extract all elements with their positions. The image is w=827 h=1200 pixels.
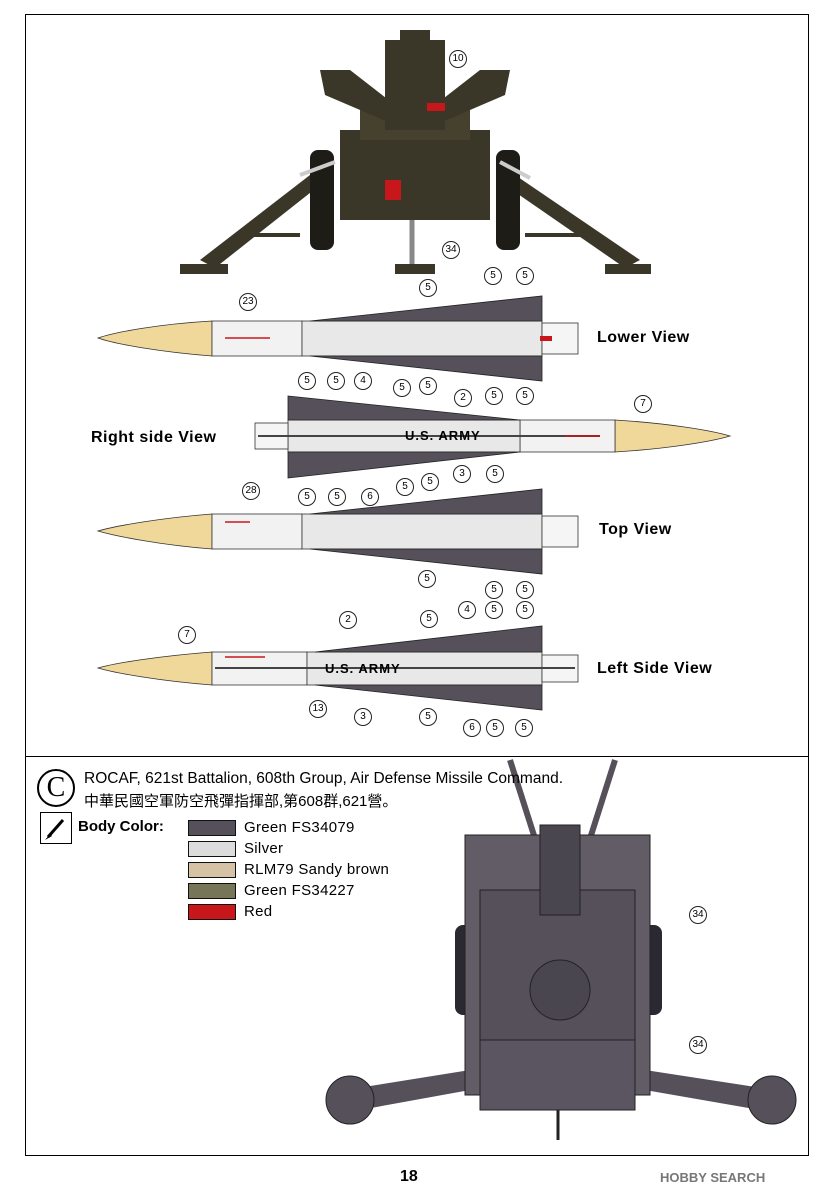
callout: 23 [239, 293, 257, 311]
callout: 5 [516, 601, 534, 619]
callout: 5 [298, 488, 316, 506]
callout: 7 [178, 626, 196, 644]
callout: 5 [485, 601, 503, 619]
section-title-zh: 中華民國空軍防空飛彈指揮部,第608群,621營。 [84, 793, 398, 810]
swatch-green-fs34227 [188, 883, 236, 899]
callout: 5 [419, 377, 437, 395]
swatch-sandy-brown [188, 862, 236, 878]
callout: 4 [354, 372, 372, 390]
body-color-label: Body Color: [78, 818, 164, 835]
callout: 5 [516, 581, 534, 599]
callout: 5 [486, 719, 504, 737]
callout: 5 [396, 478, 414, 496]
missile-lower-view [97, 295, 579, 382]
callout: 5 [419, 279, 437, 297]
callout: 5 [515, 719, 533, 737]
callout: 5 [393, 379, 411, 397]
palette-label: Green FS34079 [244, 819, 355, 836]
callout: 5 [516, 267, 534, 285]
page-number: 18 [400, 1168, 418, 1185]
callout: 3 [453, 465, 471, 483]
callout: 13 [309, 700, 327, 718]
missile-top-view [96, 488, 579, 575]
swatch-red [188, 904, 236, 920]
callout: 5 [328, 488, 346, 506]
missile-right-side-view [254, 395, 732, 479]
view-label-right-side: Right side View [91, 429, 217, 446]
callout: 5 [419, 708, 437, 726]
callout: 5 [421, 473, 439, 491]
callout: 34 [689, 906, 707, 924]
view-label-top: Top View [599, 521, 672, 538]
callout: 28 [242, 482, 260, 500]
swatch-silver [188, 841, 236, 857]
callout: 10 [449, 50, 467, 68]
callout: 5 [327, 372, 345, 390]
callout: 2 [339, 611, 357, 629]
view-label-left-side: Left Side View [597, 660, 713, 677]
callout: 5 [298, 372, 316, 390]
missile-left-side-view [96, 625, 579, 711]
launcher-top-view [325, 759, 797, 1140]
callout: 2 [454, 389, 472, 407]
palette-label: Silver [244, 840, 284, 857]
palette-label: Green FS34227 [244, 882, 355, 899]
callout: 5 [485, 581, 503, 599]
callout: 5 [485, 387, 503, 405]
launcher-rear-view [180, 30, 651, 274]
callout: 5 [484, 267, 502, 285]
paint-brush-icon [40, 812, 72, 844]
callout: 5 [420, 610, 438, 628]
missile-marking-left: U.S. ARMY [325, 661, 401, 676]
swatch-green-fs34079 [188, 820, 236, 836]
callout: 6 [361, 488, 379, 506]
callout: 5 [486, 465, 504, 483]
missile-marking-right: U.S. ARMY [405, 428, 481, 443]
section-letter: C [37, 769, 75, 807]
callout: 6 [463, 719, 481, 737]
callout: 5 [418, 570, 436, 588]
view-label-lower: Lower View [597, 329, 690, 346]
callout: 34 [689, 1036, 707, 1054]
palette-label: Red [244, 903, 273, 920]
palette-label: RLM79 Sandy brown [244, 861, 390, 878]
section-title-en: ROCAF, 621st Battalion, 608th Group, Air… [84, 770, 563, 787]
callout: 7 [634, 395, 652, 413]
callout: 3 [354, 708, 372, 726]
callout: 34 [442, 241, 460, 259]
callout: 4 [458, 601, 476, 619]
callout: 5 [516, 387, 534, 405]
watermark: HOBBY SEARCH [660, 1170, 766, 1185]
page-frame [25, 14, 809, 1156]
section-divider [25, 756, 808, 757]
